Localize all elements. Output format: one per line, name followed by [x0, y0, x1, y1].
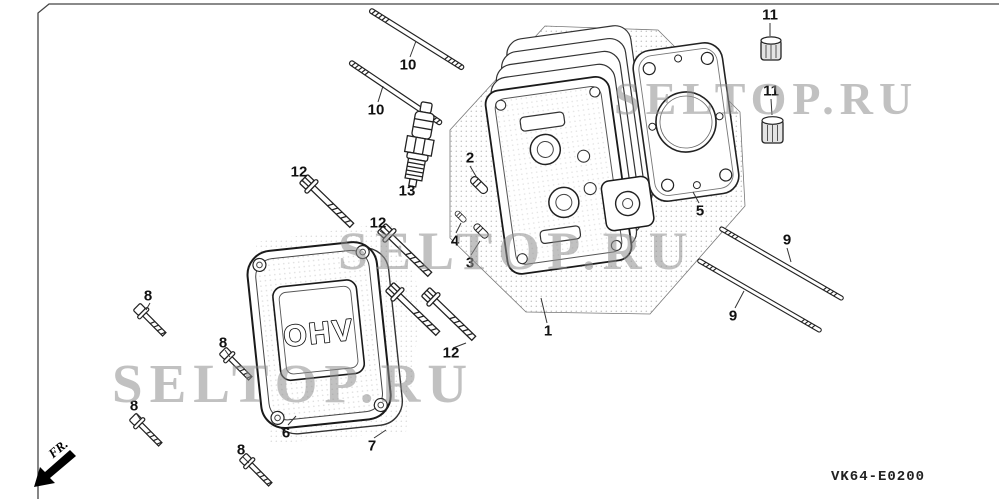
page-border [37, 3, 999, 499]
part-label-4: 4 [450, 232, 460, 250]
part-label-8: 8 [218, 334, 228, 352]
part-label-12: 12 [369, 214, 387, 232]
long-stud-9-b [696, 257, 823, 334]
part-label-3: 3 [465, 254, 475, 272]
long-stud-9-a [718, 225, 845, 302]
watermark-text: SELTOP.RU [112, 353, 475, 414]
part-label-11: 11 [763, 82, 779, 100]
part-label-13: 13 [398, 182, 416, 200]
cover-bolt-8-a [131, 301, 170, 340]
part-label-10: 10 [367, 101, 385, 119]
leader-lines [135, 23, 792, 464]
part-label-9: 9 [782, 231, 792, 249]
part-label-12: 12 [442, 344, 460, 362]
part-label-6: 6 [281, 424, 291, 442]
part-label-9: 9 [728, 307, 738, 325]
valve-cover-group: OHV [246, 241, 404, 435]
watermark-text: SELTOP.RU [338, 221, 695, 281]
watermark-text: SELTOP.RU [614, 73, 919, 124]
cap-nut-11-a [760, 36, 782, 61]
flange-bolt-12-d [418, 284, 481, 346]
part-label-5: 5 [695, 202, 705, 220]
part-label-7: 7 [367, 437, 377, 455]
head-gasket-drawing [632, 42, 740, 202]
part-label-10: 10 [399, 56, 417, 74]
fr-arrow [34, 450, 76, 487]
part-label-8: 8 [143, 287, 153, 305]
cylinder-head-drawing [484, 25, 655, 275]
diagram-code: VK64-E0200 [831, 469, 926, 485]
cap-nut-11-b [761, 116, 784, 144]
part-label-8: 8 [129, 397, 139, 415]
part-label-12: 12 [290, 163, 308, 181]
part-label-2: 2 [465, 149, 475, 167]
part-label-11: 11 [762, 6, 778, 24]
part-label-1: 1 [543, 322, 553, 340]
cover-bolt-8-c [127, 411, 166, 450]
spark-plug-drawing [403, 101, 435, 188]
stud-10-a [368, 7, 466, 71]
part-label-8: 8 [236, 441, 246, 459]
